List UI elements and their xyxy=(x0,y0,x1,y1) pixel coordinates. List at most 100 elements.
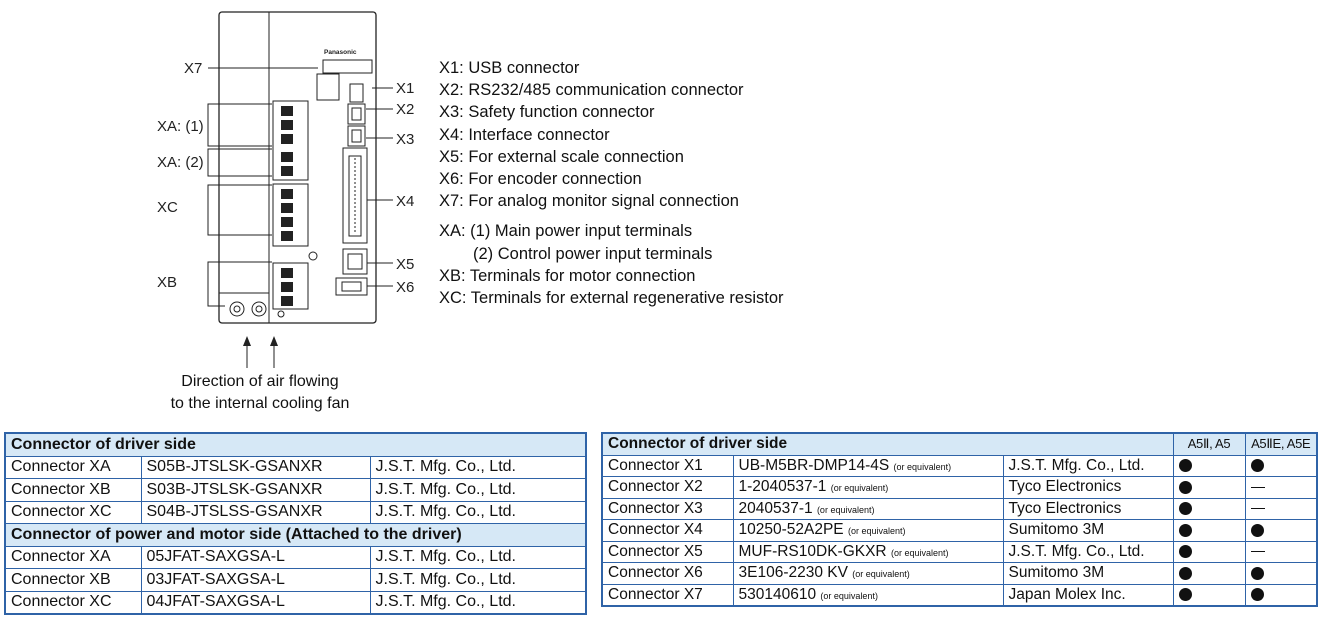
label-xb: XB xyxy=(157,274,177,291)
cell-part-number: 530140610 (or equivalent) xyxy=(732,583,1004,607)
cell-a5-support xyxy=(1172,583,1246,607)
supported-dot-icon xyxy=(1250,459,1264,473)
x7-port xyxy=(322,59,373,74)
cell-a5-support xyxy=(1172,454,1246,477)
label-x7: X7 xyxy=(184,60,202,77)
xb-terminal-block xyxy=(272,262,309,310)
cell-part-number: UB-M5BR-DMP14-4S (or equivalent) xyxy=(732,454,1004,477)
equivalent-note: (or equivalent) xyxy=(847,526,906,537)
cell-connector: Connector X4 xyxy=(601,519,734,542)
cell-manufacturer: J.S.T. Mfg. Co., Ltd. xyxy=(369,500,587,524)
airflow-caption: Direction of air flowing to the internal… xyxy=(150,371,370,415)
cell-a5-support xyxy=(1172,540,1246,563)
table-row: Connector XA 05JFAT-SAXGSA-L J.S.T. Mfg.… xyxy=(4,545,587,569)
cell-a5-support xyxy=(1172,497,1246,520)
supported-dot-icon xyxy=(1178,523,1192,537)
cell-a5e-support xyxy=(1244,454,1318,477)
power-connector-table: Connector of driver side Connector XA S0… xyxy=(4,432,587,615)
cell-connector: Connector X1 xyxy=(601,454,734,477)
supported-dot-icon xyxy=(1250,566,1264,580)
fan-hole-left xyxy=(229,301,245,317)
equivalent-note: (or equivalent) xyxy=(890,547,949,558)
label-x1: X1 xyxy=(396,80,414,97)
airflow-caption-line-1: Direction of air flowing xyxy=(181,373,339,390)
cell-part-number: S05B-JTSLSK-GSANXR xyxy=(140,455,371,479)
cell-part-number: S04B-JTSLSS-GSANXR xyxy=(140,500,371,524)
label-x2: X2 xyxy=(396,101,414,118)
supported-dot-icon xyxy=(1178,502,1192,516)
cell-part-number: 10250-52A2PE (or equivalent) xyxy=(732,519,1004,542)
label-x4: X4 xyxy=(396,193,414,210)
table-row: Connector XB S03B-JTSLSK-GSANXR J.S.T. M… xyxy=(4,478,587,502)
cell-part-number: 1-2040537-1 (or equivalent) xyxy=(732,476,1004,499)
cell-connector: Connector X3 xyxy=(601,497,734,520)
table-row: Connector XC S04B-JTSLSS-GSANXR J.S.T. M… xyxy=(4,500,587,524)
cell-connector: Connector XA xyxy=(4,455,142,479)
not-supported-dash-icon xyxy=(1250,551,1265,553)
label-x6: X6 xyxy=(396,279,414,296)
part-number: 2040537-1 xyxy=(738,499,813,517)
x5-port xyxy=(342,248,368,275)
xa-terminal-block xyxy=(272,100,309,181)
supported-dot-icon xyxy=(1178,480,1192,494)
cell-manufacturer: J.S.T. Mfg. Co., Ltd. xyxy=(369,545,587,569)
driver-housing xyxy=(218,11,377,324)
cell-a5-support xyxy=(1172,476,1246,499)
label-xa1: XA: (1) xyxy=(157,118,204,135)
supported-dot-icon xyxy=(1178,588,1192,602)
cell-connector: Connector XA xyxy=(4,545,142,569)
cell-part-number: 04JFAT-SAXGSA-L xyxy=(140,590,371,615)
brand-logo: Panasonic xyxy=(324,49,357,56)
part-number: 1-2040537-1 xyxy=(738,478,827,496)
supported-dot-icon xyxy=(1250,588,1264,602)
x1-port xyxy=(349,83,364,103)
equivalent-note: (or equivalent) xyxy=(893,461,952,472)
desc-x6: X6: For encoder connection xyxy=(439,169,642,188)
cell-a5e-support xyxy=(1244,562,1318,585)
part-number: 10250-52A2PE xyxy=(738,521,844,539)
cell-connector: Connector X5 xyxy=(601,540,734,563)
desc-x2: X2: RS232/485 communication connector xyxy=(439,81,744,100)
x4-port xyxy=(342,147,368,244)
cell-part-number: 05JFAT-SAXGSA-L xyxy=(140,545,371,569)
part-number: 530140610 xyxy=(738,585,817,603)
cell-connector: Connector X6 xyxy=(601,562,734,585)
cell-manufacturer: J.S.T. Mfg. Co., Ltd. xyxy=(369,590,587,615)
label-x3: X3 xyxy=(396,131,414,148)
desc-x1: X1: USB connector xyxy=(439,59,580,77)
cell-a5e-support xyxy=(1244,476,1318,499)
cell-a5-support xyxy=(1172,562,1246,585)
column-header-a5e: A5ⅡE, A5E xyxy=(1244,432,1318,456)
cell-part-number: 03JFAT-SAXGSA-L xyxy=(140,568,371,592)
desc-x3: X3: Safety function connector xyxy=(439,103,655,122)
xc-terminal-block xyxy=(272,183,309,247)
desc-xa2: (2) Control power input terminals xyxy=(473,244,713,263)
cell-connector: Connector XB xyxy=(4,478,142,502)
cell-manufacturer: J.S.T. Mfg. Co., Ltd. xyxy=(369,478,587,502)
cell-manufacturer: J.S.T. Mfg. Co., Ltd. xyxy=(1002,540,1174,563)
cell-part-number: 3E106-2230 KV (or equivalent) xyxy=(732,562,1004,585)
cell-a5e-support xyxy=(1244,497,1318,520)
desc-xb: XB: Terminals for motor connection xyxy=(439,266,696,285)
cell-connector: Connector XB xyxy=(4,568,142,592)
supported-dot-icon xyxy=(1250,523,1264,537)
cell-a5e-support xyxy=(1244,519,1318,542)
desc-xc: XC: Terminals for external regenerative … xyxy=(439,288,784,307)
cell-manufacturer: Sumitomo 3M xyxy=(1002,519,1174,542)
supported-dot-icon xyxy=(1178,545,1192,559)
cell-part-number: 2040537-1 (or equivalent) xyxy=(732,497,1004,520)
equivalent-note: (or equivalent) xyxy=(852,569,910,580)
connector-descriptions: X1: USB connector X2: RS232/485 communic… xyxy=(439,57,784,309)
table-header-driver-side: Connector of driver side xyxy=(4,432,587,457)
cell-manufacturer: Tyco Electronics xyxy=(1002,497,1174,520)
airflow-caption-line-2: to the internal cooling fan xyxy=(170,395,350,412)
cell-manufacturer: J.S.T. Mfg. Co., Ltd. xyxy=(369,568,587,592)
cell-manufacturer: Sumitomo 3M xyxy=(1002,562,1174,585)
table-row: Connector XC 04JFAT-SAXGSA-L J.S.T. Mfg.… xyxy=(4,590,587,615)
label-xa2: XA: (2) xyxy=(157,154,204,171)
cell-a5e-support xyxy=(1244,583,1318,607)
